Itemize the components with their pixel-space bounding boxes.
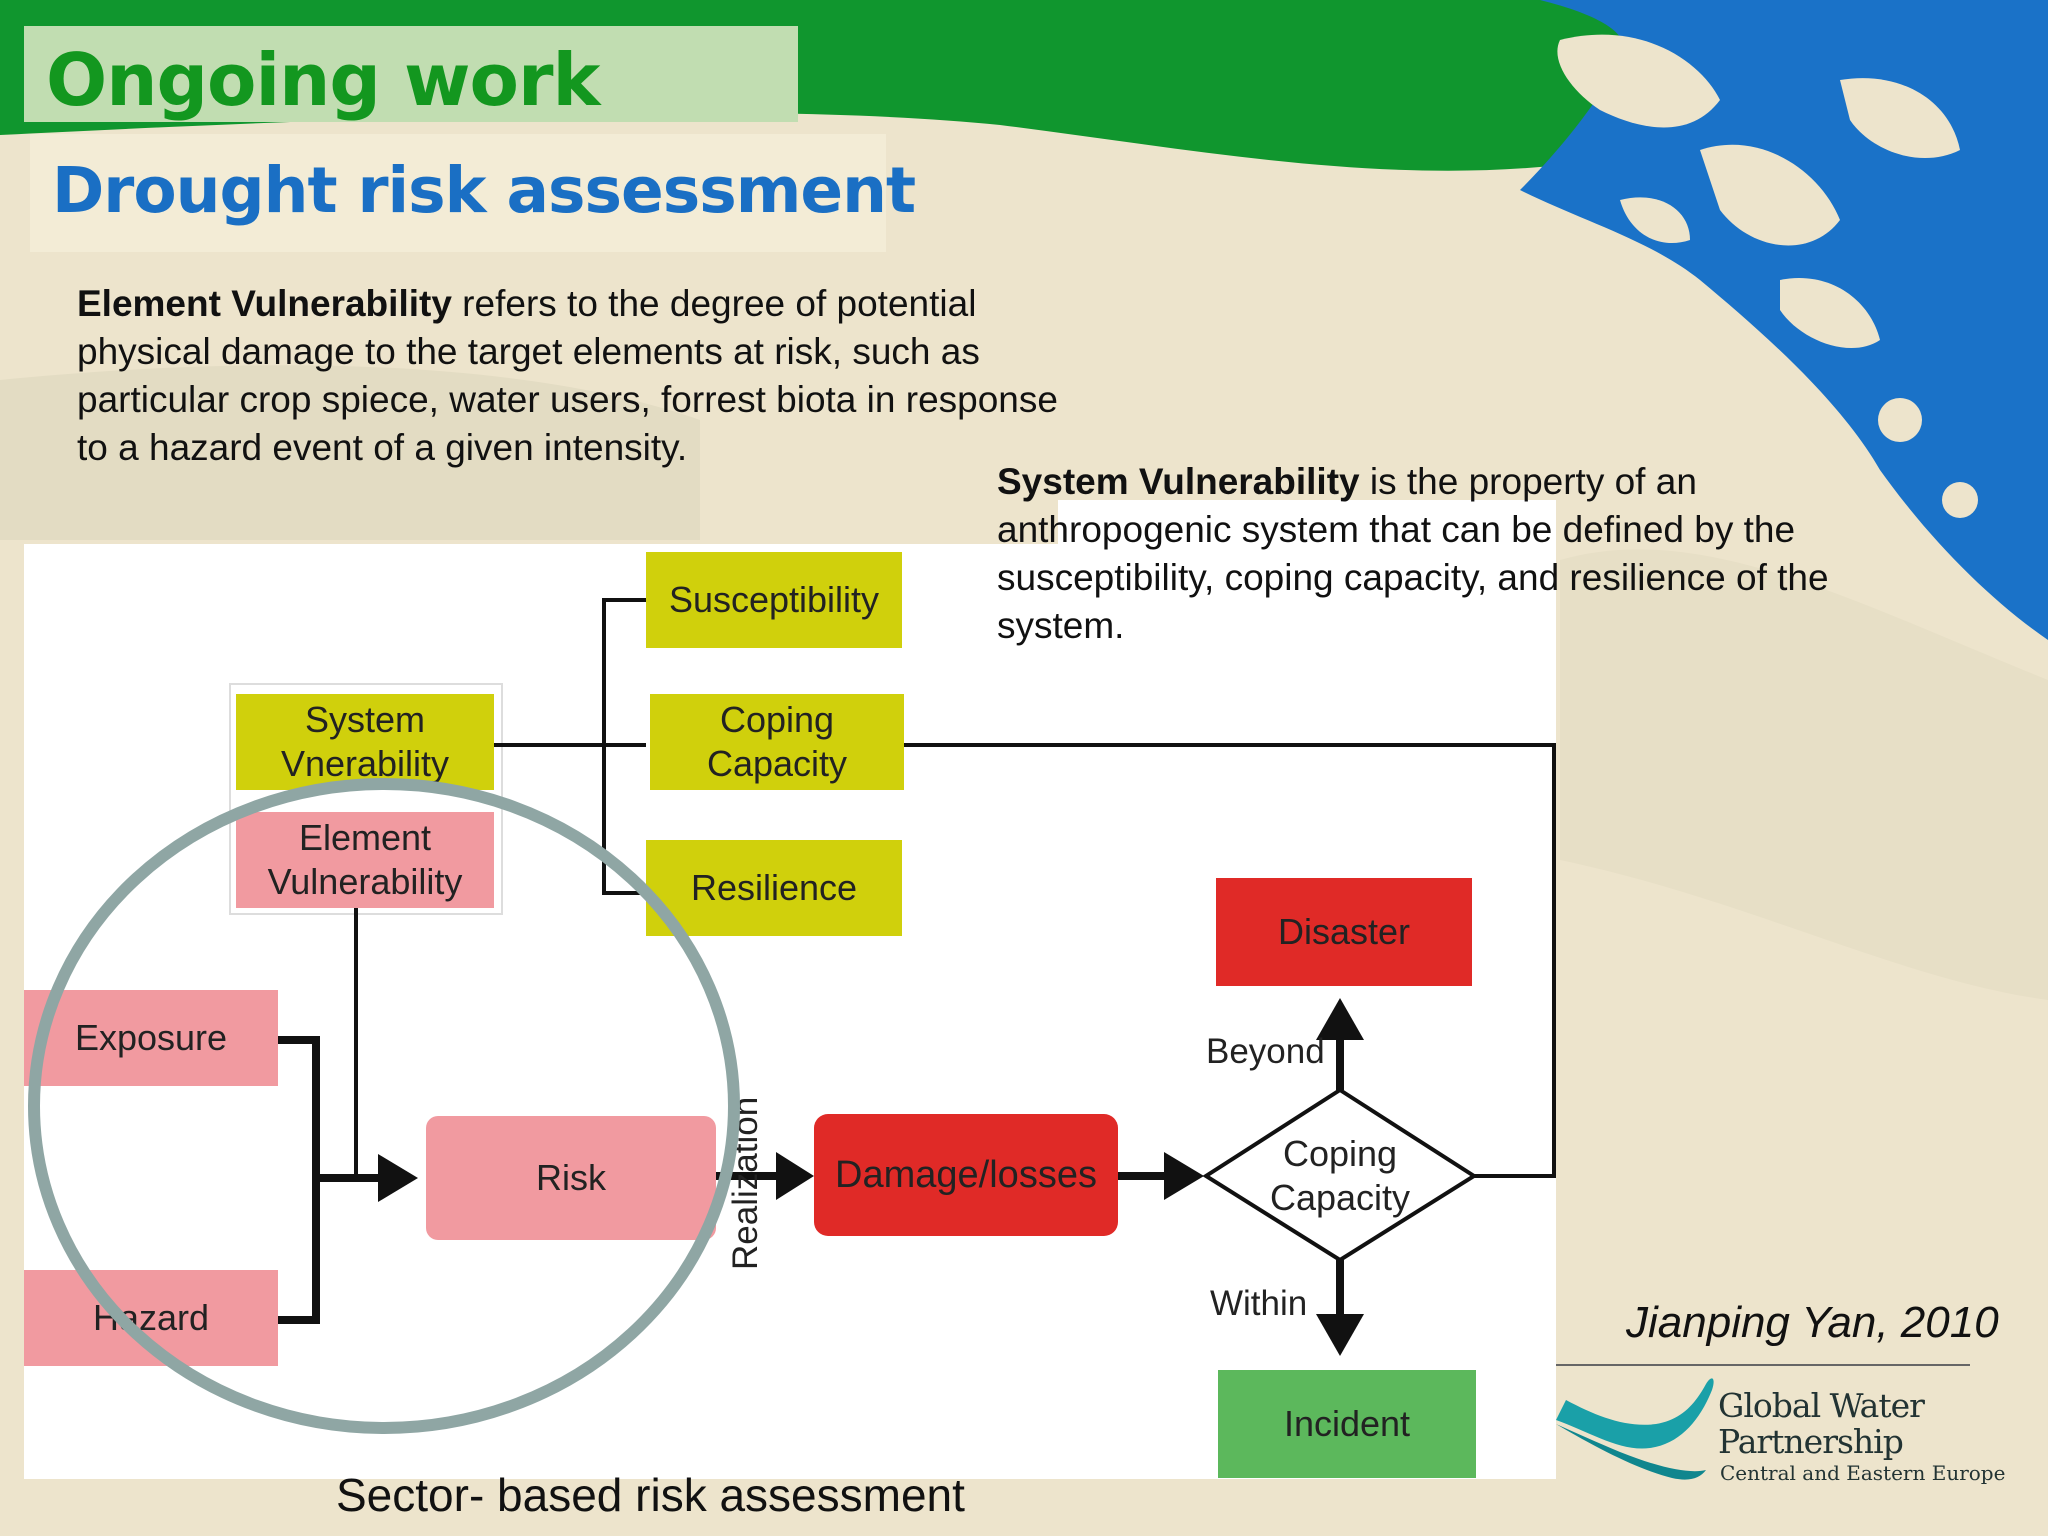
disaster-label: Disaster — [1277, 911, 1411, 952]
components-bracket — [602, 598, 646, 895]
logo-divider — [1556, 1364, 1970, 1366]
slide-subtitle: Drought risk assessment — [52, 154, 916, 227]
disaster-arrowhead — [1316, 998, 1364, 1040]
resilience-box: Resilience — [646, 840, 902, 936]
incident-box: Incident — [1218, 1370, 1476, 1478]
diagram-caption: Sector- based risk assessment — [336, 1469, 965, 1521]
coping-decision-label: Coping Capacity — [1236, 1128, 1444, 1224]
citation: Jianping Yan, 2010 — [1626, 1298, 1999, 1347]
risk-label: Risk — [536, 1157, 606, 1198]
disaster-box: Disaster — [1216, 878, 1472, 986]
logo-name: Global Water Partnership — [1718, 1386, 1925, 1461]
risk-arrowhead — [378, 1154, 418, 1202]
logo-wave-lower — [1556, 1424, 1706, 1480]
logo-region: Central and Eastern Europe — [1720, 1461, 2006, 1485]
decision-label-line2: Capacity — [1269, 1177, 1411, 1218]
susceptibility-label: Susceptibility — [668, 579, 880, 620]
damage-losses-box: Damage/losses — [814, 1114, 1118, 1236]
logo-name-line1: Global Water — [1718, 1386, 1925, 1425]
within-label: Within — [1210, 1284, 1308, 1323]
coping-capacity-label-line2: Capacity — [706, 743, 848, 784]
decision-arrowhead — [1164, 1152, 1204, 1200]
title-banner — [24, 26, 798, 122]
highlight-circle — [28, 778, 740, 1434]
incident-arrowhead — [1316, 1314, 1364, 1356]
element-vulnerability-definition: Element Vulnerability refers to the degr… — [77, 280, 1097, 472]
system-vulnerability-box: System Vnerability — [236, 694, 494, 790]
element-vulnerability-term: Element Vulnerability — [77, 283, 452, 324]
damage-losses-label: Damage/losses — [835, 1154, 1097, 1196]
system-vulnerability-definition: System Vulnerability is the property of … — [997, 458, 1927, 650]
coping-feedback-line — [904, 743, 1556, 1178]
diagram-panel-extension — [1058, 500, 1556, 560]
system-vulnerability-label-line2: Vnerability — [280, 743, 450, 784]
system-vulnerability-text: is the property of an anthropogenic syst… — [997, 461, 1829, 646]
system-vulnerability-label-line1: System — [304, 699, 426, 740]
logo-name-line2: Partnership — [1718, 1422, 1904, 1461]
damage-arrowhead — [776, 1152, 814, 1200]
risk-box: Risk — [426, 1116, 716, 1240]
system-vulnerability-term: System Vulnerability — [997, 461, 1360, 502]
incident-label: Incident — [1283, 1403, 1411, 1444]
element-vulnerability-box: Element Vulnerability — [236, 812, 494, 908]
logo-wave-upper — [1556, 1378, 1714, 1449]
resilience-label: Resilience — [690, 867, 858, 908]
coping-capacity-box: Coping Capacity — [650, 694, 904, 790]
susceptibility-box: Susceptibility — [646, 552, 902, 648]
exposure-box: Exposure — [24, 990, 278, 1086]
element-vulnerability-label-line1: Element — [298, 817, 432, 858]
element-vulnerability-text: refers to the degree of potential physic… — [77, 283, 1058, 468]
slide-title: Ongoing work — [46, 38, 600, 122]
element-vulnerability-label-line2: Vulnerability — [267, 861, 463, 902]
exposure-label: Exposure — [74, 1017, 228, 1058]
decision-label-line1: Coping — [1282, 1133, 1398, 1174]
beyond-label: Beyond — [1206, 1032, 1325, 1071]
subtitle-banner — [30, 134, 886, 252]
coping-capacity-label-line1: Coping — [719, 699, 835, 740]
